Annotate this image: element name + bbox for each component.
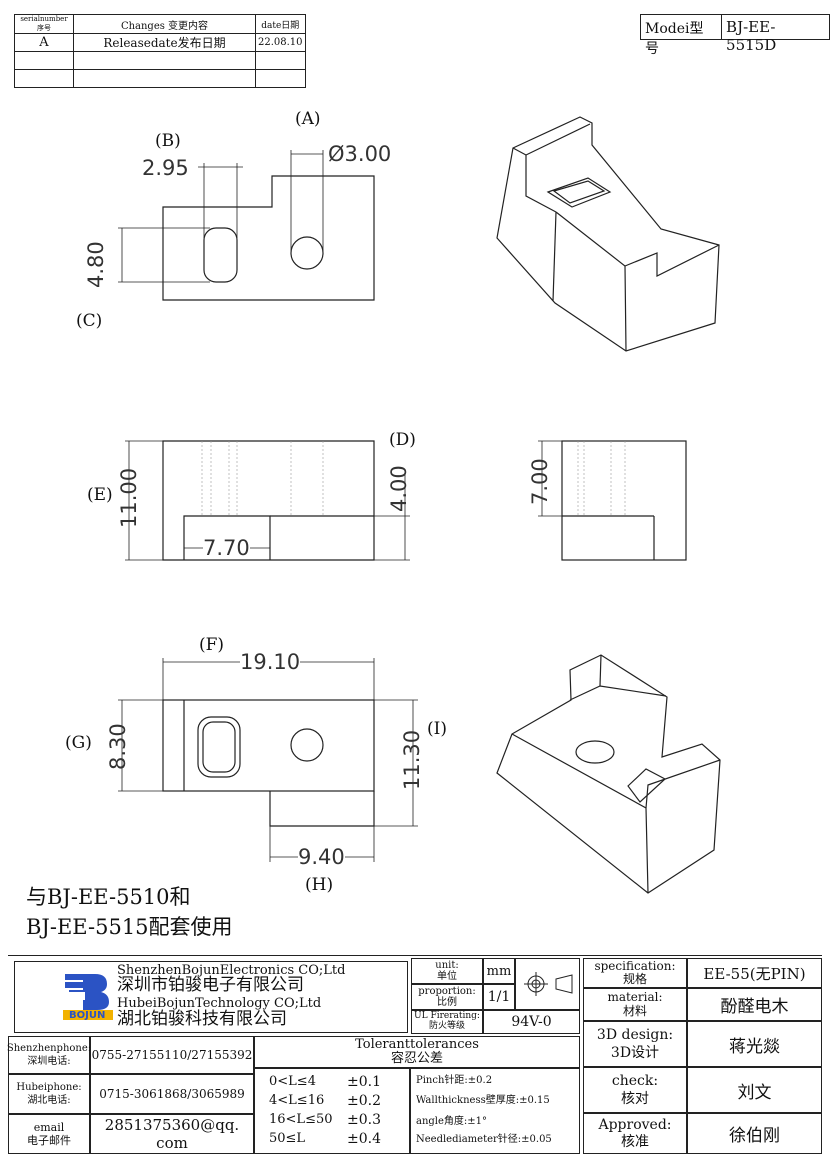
- sz-phone-label: Shenzhenphone: 深圳电话:: [7, 1036, 91, 1074]
- spec-value: EE-55(无PIN): [687, 958, 822, 988]
- model-value: BJ-EE-5515D: [721, 15, 829, 54]
- company-en-2: HubeiBojunTechnology CO;Ltd: [117, 996, 322, 1011]
- tolerance-value: ±0.1: [347, 1074, 381, 1090]
- material-value: 酚醛电木: [687, 988, 822, 1021]
- angle-tolerance: angle角度:±1°: [416, 1116, 488, 1127]
- label-a: (A): [295, 109, 321, 129]
- precision-notes: Pinch针距:±0.2 Wallthickness壁厚度:±0.15 angl…: [410, 1068, 580, 1154]
- dim-f: 19.10: [240, 650, 301, 674]
- ul-label: UL Firerating: 防火等级: [411, 1010, 483, 1034]
- tolerance-table: 0<L≤4 ±0.1 4<L≤16 ±0.2 16<L≤50 ±0.3 50≤L…: [254, 1068, 410, 1154]
- dim-d: 4.00: [387, 465, 411, 512]
- dim-w: 7.70: [203, 536, 250, 560]
- design-value: 蒋光燚: [687, 1021, 822, 1067]
- logo-text: BOJUN: [69, 1010, 106, 1021]
- check-label: check: 核对: [583, 1067, 687, 1113]
- label-d: (D): [389, 430, 416, 450]
- needle-tolerance: Needlediameter针径:±0.05: [416, 1134, 552, 1145]
- company-cn-2: 湖北铂骏科技有限公司: [117, 1009, 287, 1029]
- pinch-tolerance: Pinch针距:±0.2: [416, 1075, 493, 1086]
- tolerance-value: ±0.4: [347, 1131, 381, 1147]
- design-label: 3D design: 3D设计: [583, 1021, 687, 1067]
- title-block-rule: [8, 955, 822, 956]
- dim-b: 2.95: [142, 156, 189, 180]
- sz-phone-value: 0755-27155110/27155392: [90, 1036, 254, 1074]
- hb-phone-value: 0715-3061868/3065989: [90, 1074, 254, 1114]
- dim-side: 7.00: [528, 458, 552, 505]
- projection-symbol-icon: [515, 958, 580, 1010]
- note-line-1: 与BJ-EE-5510和: [26, 885, 191, 909]
- spec-label: specification: 规格: [583, 958, 687, 988]
- label-g: (G): [65, 733, 92, 753]
- ul-value: 94V-0: [483, 1010, 580, 1034]
- rev-row-changes: [73, 69, 256, 88]
- proportion-label: proportion: 比例: [411, 984, 483, 1010]
- approved-label: Approved: 核准: [583, 1113, 687, 1154]
- dim-c: 4.80: [84, 241, 108, 288]
- wall-tolerance: Wallthickness壁厚度:±0.15: [416, 1095, 550, 1106]
- bojun-logo-icon: [63, 974, 113, 1020]
- tolerance-value: ±0.3: [347, 1112, 381, 1128]
- approved-value: 徐伯刚: [687, 1113, 822, 1154]
- company-box: BOJUN ShenzhenBojunElectronics CO;Ltd 深圳…: [14, 961, 408, 1033]
- label-b: (B): [155, 131, 181, 151]
- check-value: 刘文: [687, 1067, 822, 1113]
- side-view: [538, 440, 687, 561]
- label-h: (H): [305, 875, 334, 895]
- unit-value: mm: [483, 958, 515, 984]
- dim-h: 9.40: [298, 845, 345, 869]
- model-box: Modei型号 BJ-EE-5515D: [640, 14, 830, 57]
- email-label: email 电子邮件: [8, 1114, 90, 1154]
- dim-g: 8.30: [106, 723, 130, 770]
- label-i: (I): [427, 719, 447, 739]
- isometric-view-top: [496, 116, 720, 352]
- dim-i: 11.30: [400, 729, 424, 790]
- unit-label: unit: 单位: [411, 958, 483, 984]
- company-cn-1: 深圳市铂骏电子有限公司: [117, 975, 304, 995]
- technical-drawing: [118, 116, 721, 894]
- company-en-1: ShenzhenBojunElectronics CO;Ltd: [117, 963, 346, 978]
- tolerance-value: ±0.2: [347, 1093, 381, 1109]
- label-f: (F): [199, 635, 225, 655]
- tolerance-range: 4<L≤16: [269, 1093, 325, 1108]
- email-value: 2851375360@qq. com: [90, 1114, 254, 1154]
- front-view: [125, 440, 410, 561]
- tolerance-range: 50≤L: [269, 1131, 306, 1146]
- label-e: (E): [87, 485, 113, 505]
- note-line-2: BJ-EE-5515配套使用: [26, 915, 233, 939]
- proportion-value: 1/1: [483, 984, 515, 1010]
- material-label: material: 材料: [583, 988, 687, 1021]
- tolerance-title: Toleranttolerances 容忍公差: [254, 1036, 580, 1068]
- dim-a: Ø3.00: [328, 142, 392, 166]
- revision-table: serialnumber序号 Changes 变更内容 date日期 A Rel…: [14, 14, 306, 88]
- isometric-view-bottom: [496, 654, 721, 894]
- model-label: Modei型号: [645, 21, 704, 57]
- bottom-view: [118, 658, 418, 862]
- rev-row-date: [255, 69, 306, 88]
- tolerance-range: 16<L≤50: [269, 1112, 333, 1127]
- hb-phone-label: Hubeiphone: 湖北电话:: [8, 1074, 90, 1114]
- tolerance-range: 0<L≤4: [269, 1074, 316, 1089]
- top-view: [118, 150, 375, 301]
- label-c: (C): [76, 311, 103, 331]
- rev-row-changes: Releasedate发布日期: [73, 33, 256, 52]
- dim-e: 11.00: [117, 467, 141, 528]
